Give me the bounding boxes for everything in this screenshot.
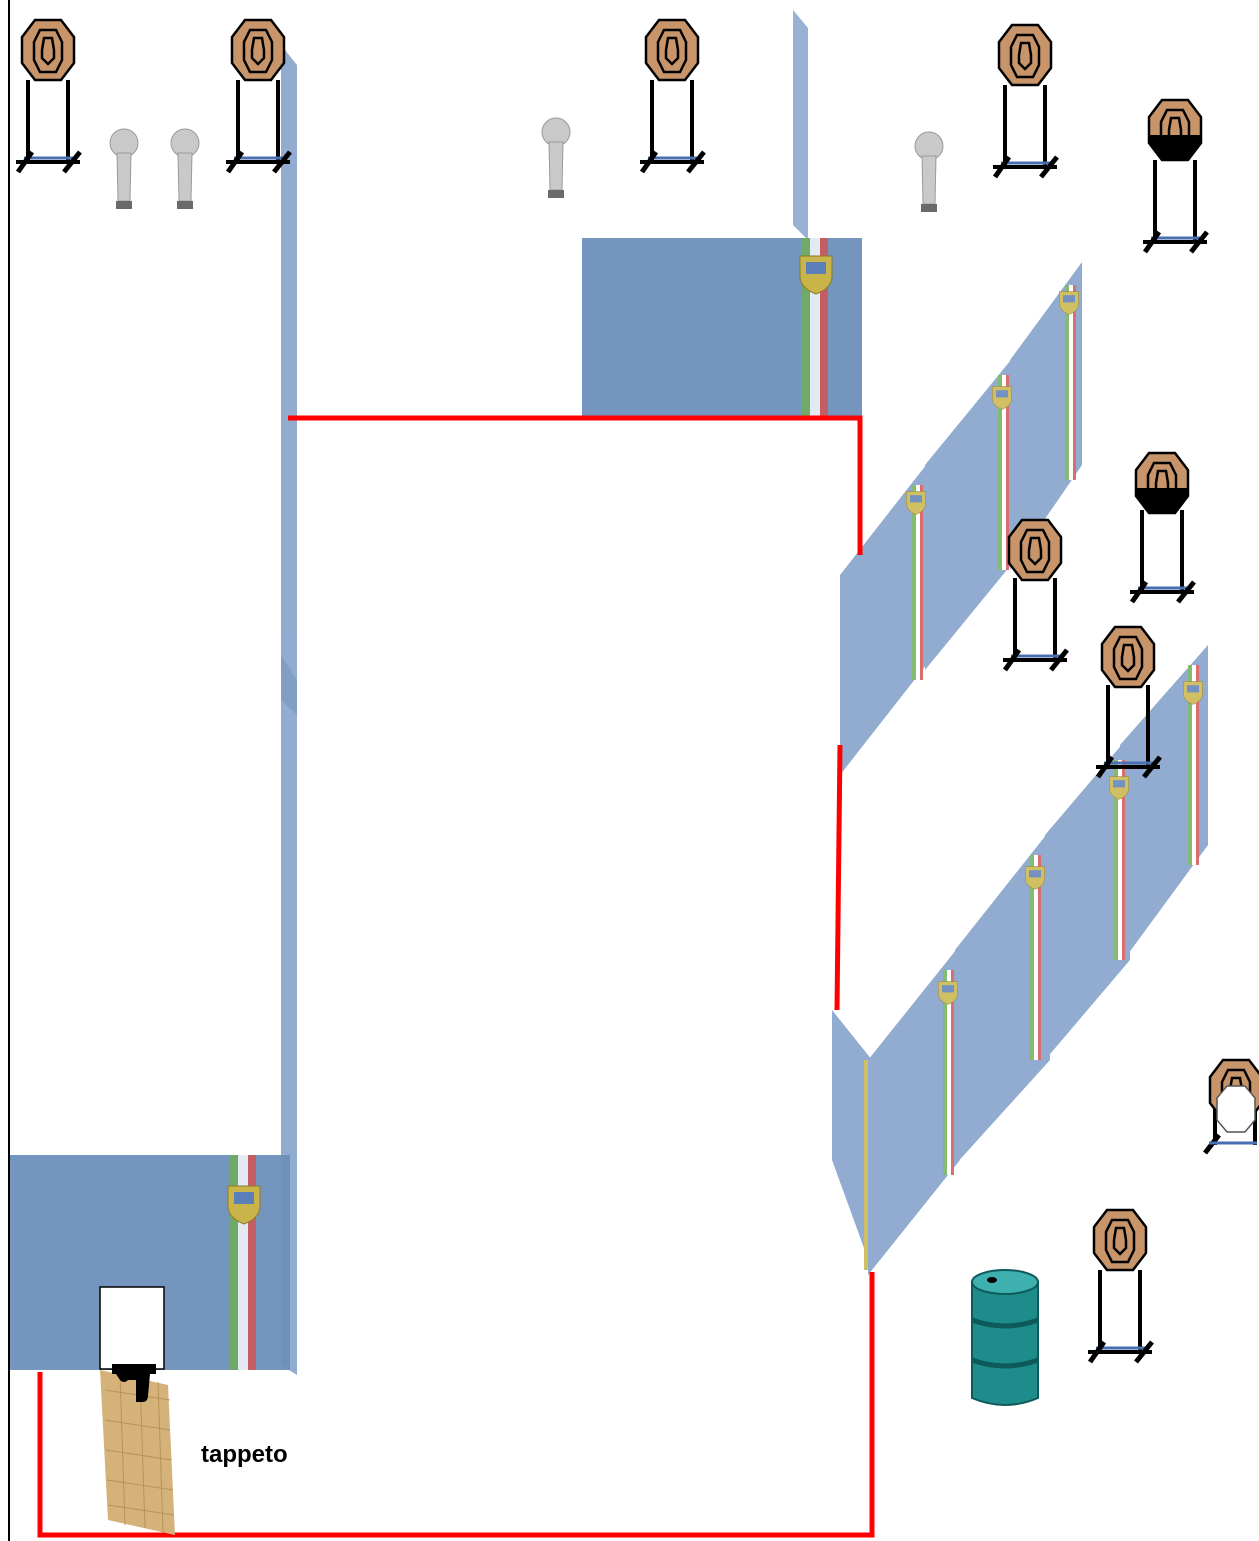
paper-target-head: [230, 18, 286, 82]
wall-diagonal-lower: [832, 645, 1208, 1275]
paper-target: [1003, 578, 1067, 670]
paper-target-head: [997, 23, 1053, 87]
wall-left-vertical: [281, 45, 297, 1375]
steel-popper: [170, 128, 200, 210]
paper-target-partial-head: [1208, 1058, 1259, 1133]
barrel: [971, 1269, 1039, 1406]
paper-target: [1088, 1270, 1152, 1362]
mat: [100, 1370, 175, 1535]
steel-popper: [541, 117, 571, 199]
paper-target-head: [1092, 1208, 1148, 1272]
fault-lines: [37, 415, 875, 1538]
no-shoot-target: [1143, 160, 1207, 252]
paper-target: [993, 85, 1057, 177]
wall-diagonal-upper: [840, 262, 1082, 775]
no-shoot-target-head: [1134, 451, 1190, 515]
paper-target: [640, 80, 704, 172]
paper-target-head: [1007, 518, 1063, 582]
handgun-icon: [112, 1364, 156, 1402]
steel-popper: [914, 131, 944, 213]
steel-popper: [109, 128, 139, 210]
port-window: [99, 1286, 165, 1370]
mat-label: tappeto: [201, 1441, 288, 1468]
no-shoot-target-head: [1147, 98, 1203, 162]
paper-target-head: [1100, 625, 1156, 689]
wall-top-center: [582, 238, 862, 420]
no-shoot-target: [1130, 510, 1194, 602]
paper-target-head: [644, 18, 700, 82]
paper-target-head: [20, 18, 76, 82]
wall-top-thin: [793, 10, 808, 240]
paper-target: [226, 80, 290, 172]
paper-target: [16, 80, 80, 172]
